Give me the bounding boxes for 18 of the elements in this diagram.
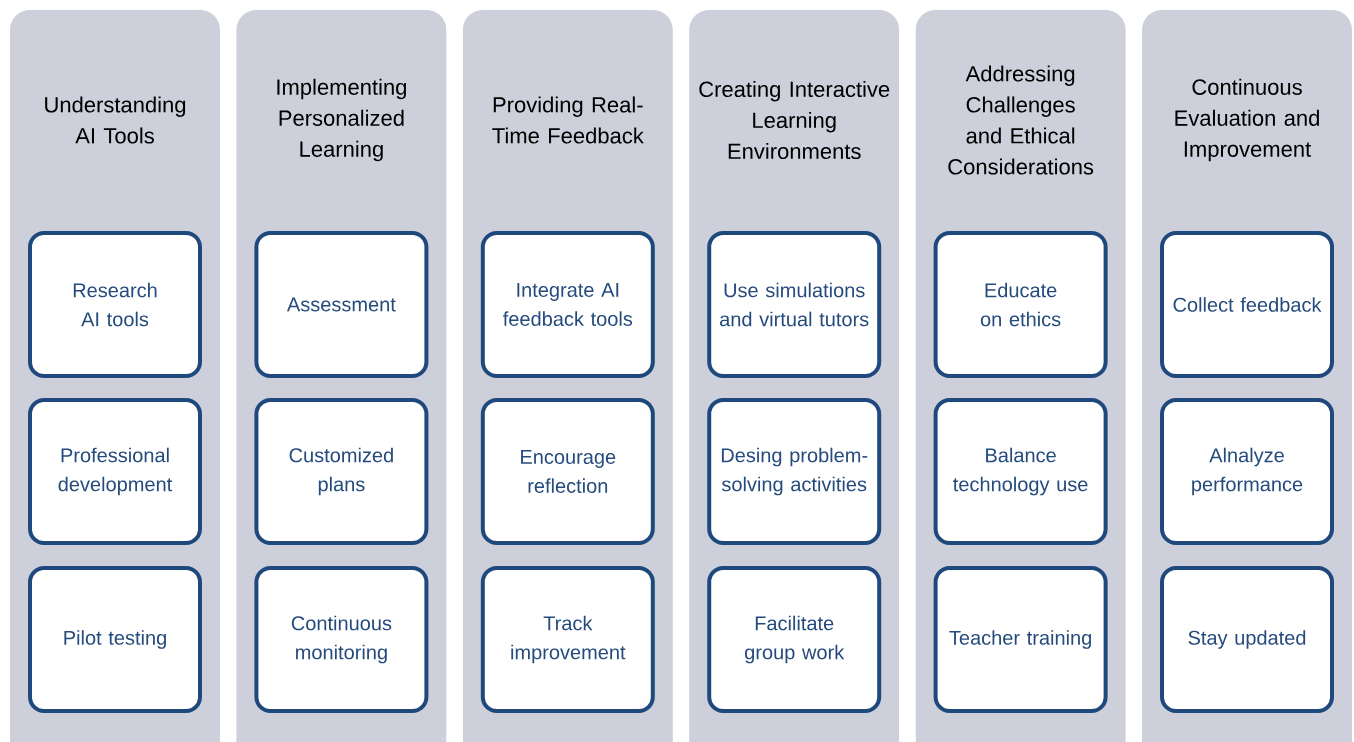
step-box: Facilitate group work	[707, 566, 882, 713]
step-box: Customized plans	[254, 398, 429, 545]
step-box: Integrate AI feedback tools	[480, 231, 655, 378]
step-box: Assessment	[254, 231, 429, 378]
step-box: Stay updated	[1160, 566, 1334, 713]
step-box: Professional development	[28, 398, 202, 545]
step-box: Pilot testing	[28, 566, 202, 713]
step-box: Research AI tools	[28, 231, 202, 378]
step-box: Desing problem-solving activities	[707, 398, 882, 545]
step-box: Balance technology use	[933, 398, 1108, 545]
step-box: Alnalyze performance	[1160, 398, 1334, 545]
step-box: Teacher training	[933, 566, 1108, 713]
step-box: Track improvement	[480, 566, 655, 713]
step-box: Collect feedback	[1160, 231, 1334, 378]
step-box: Continuous monitoring	[254, 566, 429, 713]
step-box: Educate on ethics	[933, 231, 1108, 378]
step-box: Use simulations and virtual tutors	[707, 231, 882, 378]
step-box: Encourage reflection	[480, 398, 655, 545]
